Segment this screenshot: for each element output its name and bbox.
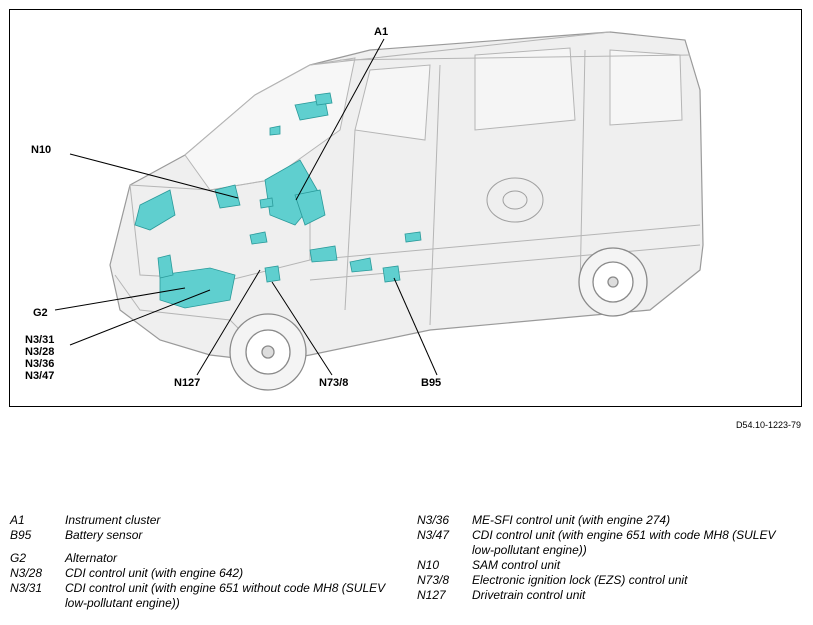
legend-desc: CDI control unit (with engine 642) (65, 566, 244, 580)
legend-code: N3/47 (417, 528, 450, 542)
legend-item: B95 Battery sensor (10, 528, 395, 543)
legend-code: N127 (417, 588, 446, 602)
van-illustration (54, 31, 704, 391)
callout-g2: G2 (33, 307, 48, 319)
legend-desc: Electronic ignition lock (EZS) control u… (472, 573, 688, 587)
rear-wheel (578, 247, 648, 317)
callout-n3-31: N3/31 (25, 334, 55, 346)
figure-code: D54.10-1223-79 (735, 420, 801, 430)
legend-code: N3/28 (10, 566, 43, 580)
callout-n3-47: N3/47 (25, 370, 55, 382)
callout-n73-8: N73/8 (319, 377, 349, 389)
callout-lines (54, 38, 438, 376)
legend-desc: Battery sensor (65, 528, 143, 542)
highlighted-components (134, 92, 422, 309)
legend-code: G2 (10, 551, 27, 565)
legend-left: A1 Instrument cluster B95 Battery sensor… (10, 513, 395, 611)
legend-code: B95 (10, 528, 32, 542)
legend-item: N10 SAM control unit (417, 558, 797, 573)
legend-code: N73/8 (417, 573, 450, 587)
front-wheel (229, 313, 307, 391)
legend-desc: Drivetrain control unit (472, 588, 586, 602)
callout-n3-28: N3/28 (25, 346, 55, 358)
sam-control-unit-part (214, 184, 241, 209)
callout-a1: A1 (374, 26, 389, 38)
callout-n3-group: N3/31 N3/28 N3/36 N3/47 (25, 334, 54, 382)
callout-n10: N10 (31, 144, 52, 156)
callout-n127: N127 (174, 377, 201, 389)
legend-item: G2 Alternator (10, 551, 395, 566)
van-details (114, 31, 701, 341)
legend-code: N3/36 (417, 513, 450, 527)
legend-code: N10 (417, 558, 440, 572)
legend-desc: Alternator (65, 551, 118, 565)
legend-item: N3/36 ME-SFI control unit (with engine 2… (417, 513, 797, 528)
legend-desc: ME-SFI control unit (with engine 274) (472, 513, 671, 527)
spare-wheel (486, 177, 544, 223)
callout-b95: B95 (421, 377, 442, 389)
legend-item: N3/47 CDI control unit (with engine 651 … (417, 528, 797, 558)
diagram-figure: A1 N10 G2 N3/31 N3/28 N3/36 N3/47 N127 N… (9, 9, 802, 407)
legend-item: N73/8 Electronic ignition lock (EZS) con… (417, 573, 797, 588)
legend-item: A1 Instrument cluster (10, 513, 395, 528)
legend-item: N3/31 CDI control unit (with engine 651 … (10, 581, 395, 611)
engine-control-unit-part (159, 267, 236, 309)
legend-code: N3/31 (10, 581, 43, 595)
legend-desc: CDI control unit (with engine 651 with c… (472, 528, 776, 557)
legend-right: N3/36 ME-SFI control unit (with engine 2… (417, 513, 797, 603)
legend-desc: Instrument cluster (65, 513, 161, 527)
battery-sensor-part (382, 265, 401, 283)
callout-n3-36: N3/36 (25, 358, 55, 370)
legend-code: A1 (10, 513, 25, 527)
legend-item: N127 Drivetrain control unit (417, 588, 797, 603)
legend-desc: SAM control unit (472, 558, 561, 572)
legend-item: N3/28 CDI control unit (with engine 642) (10, 566, 395, 581)
legend-desc: CDI control unit (with engine 651 withou… (65, 581, 386, 610)
